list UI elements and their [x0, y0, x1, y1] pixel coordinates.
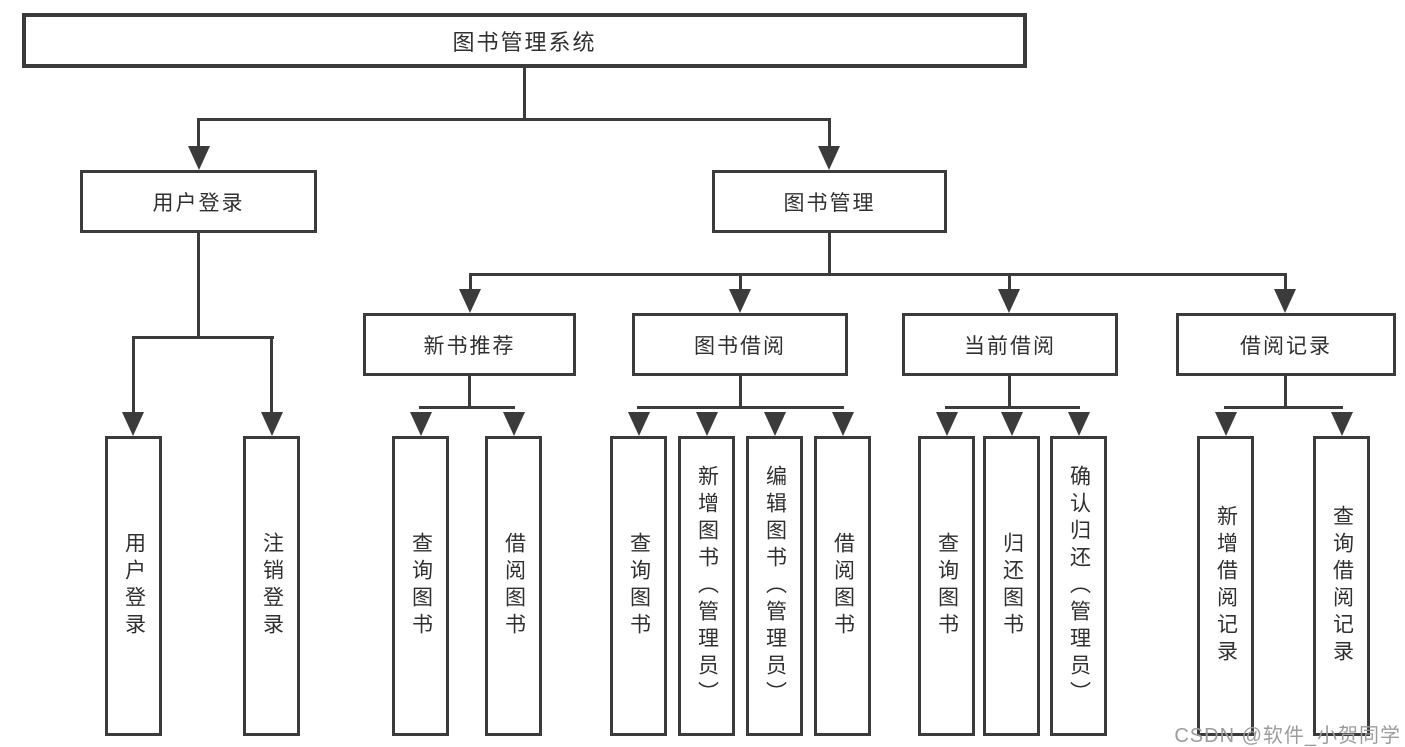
leaf-label: 借阅图书	[502, 532, 526, 640]
arrow-down-icon	[998, 289, 1020, 313]
leaf-label: 查询图书	[627, 532, 651, 640]
csdn-watermark: CSDN @软件_小贺同学	[1174, 725, 1401, 747]
connector-currentborrow-rail	[945, 406, 1080, 409]
connector-drop-book-mgmt	[828, 118, 831, 152]
connector-bookborrow-rail	[637, 406, 844, 409]
leaf-borrow-books-rec: 借阅图书	[485, 436, 542, 736]
leaf-label: 查询图书	[409, 532, 433, 640]
connector-currentborrow-stem	[1008, 376, 1011, 408]
arrow-down-icon	[261, 412, 283, 436]
arrow-down-icon	[188, 146, 210, 170]
leaf-label: 新增借阅记录	[1214, 505, 1238, 667]
node-borrow-records-label: 借阅记录	[1240, 334, 1332, 358]
node-book-management-label: 图书管理	[783, 191, 876, 215]
connector-newbook-rail	[419, 406, 515, 409]
leaf-add-books-admin: 新增图书（管理员）	[678, 436, 735, 736]
arrow-down-icon	[729, 289, 751, 313]
leaf-label: 注销登录	[260, 532, 284, 640]
leaf-label: 查询借阅记录	[1330, 505, 1354, 667]
node-book-borrow: 图书借阅	[632, 313, 848, 376]
connector-newbook-stem	[468, 376, 471, 408]
node-book-management: 图书管理	[712, 170, 947, 233]
arrow-down-icon	[503, 412, 525, 436]
leaf-query-books-rec: 查询图书	[392, 436, 449, 736]
connector-records-stem	[1284, 376, 1287, 408]
leaf-add-borrow-record: 新增借阅记录	[1197, 436, 1254, 736]
leaf-confirm-return-admin: 确认归还（管理员）	[1050, 436, 1107, 736]
node-user-login-label: 用户登录	[152, 191, 245, 215]
connector-userlogin-rail	[132, 336, 274, 339]
connector-drop	[469, 273, 472, 291]
leaf-label: 编辑图书（管理员）	[763, 464, 787, 708]
arrow-down-icon	[1068, 412, 1090, 436]
node-borrow-records: 借阅记录	[1176, 313, 1396, 376]
leaf-label: 确认归还（管理员）	[1067, 464, 1091, 708]
connector-root-stem	[523, 68, 526, 120]
leaf-user-login: 用户登录	[105, 436, 162, 736]
leaf-query-borrow-record: 查询借阅记录	[1313, 436, 1370, 736]
arrow-down-icon	[818, 146, 840, 170]
connector-root-rail	[197, 118, 831, 121]
connector-records-rail	[1224, 406, 1343, 409]
connector-drop	[1008, 273, 1011, 291]
connector-drop	[270, 336, 273, 414]
arrow-down-icon	[832, 412, 854, 436]
connector-drop-user-login	[197, 118, 200, 152]
arrow-down-icon	[628, 412, 650, 436]
node-current-borrow-label: 当前借阅	[964, 334, 1056, 358]
leaf-logout: 注销登录	[243, 436, 300, 736]
leaf-label: 归还图书	[1000, 532, 1024, 640]
leaf-label: 查询图书	[935, 532, 959, 640]
node-book-borrow-label: 图书借阅	[694, 334, 786, 358]
arrow-down-icon	[1215, 412, 1237, 436]
node-current-borrow: 当前借阅	[902, 313, 1118, 376]
arrow-down-icon	[1001, 412, 1023, 436]
leaf-label: 新增图书（管理员）	[695, 464, 719, 708]
connector-bookmgmt-stem	[828, 233, 831, 275]
connector-drop	[739, 273, 742, 291]
arrow-down-icon	[122, 412, 144, 436]
arrow-down-icon	[410, 412, 432, 436]
leaf-edit-books-admin: 编辑图书（管理员）	[746, 436, 803, 736]
connector-drop	[1284, 273, 1287, 291]
root-node-library-system: 图书管理系统	[22, 13, 1027, 68]
arrow-down-icon	[936, 412, 958, 436]
arrow-down-icon	[1274, 289, 1296, 313]
leaf-query-books-current: 查询图书	[918, 436, 975, 736]
connector-userlogin-stem	[197, 233, 200, 338]
node-new-book-recommend-label: 新书推荐	[423, 334, 516, 358]
node-user-login: 用户登录	[80, 170, 317, 233]
leaf-borrow-books: 借阅图书	[814, 436, 871, 736]
root-node-label: 图书管理系统	[452, 29, 597, 55]
arrow-down-icon	[764, 412, 786, 436]
leaf-label: 借阅图书	[831, 532, 855, 640]
connector-bookborrow-stem	[739, 376, 742, 408]
leaf-return-books: 归还图书	[983, 436, 1040, 736]
leaf-label: 用户登录	[122, 532, 146, 640]
leaf-query-books-borrow: 查询图书	[610, 436, 667, 736]
arrow-down-icon	[1331, 412, 1353, 436]
arrow-down-icon	[696, 412, 718, 436]
arrow-down-icon	[459, 289, 481, 313]
connector-bookmgmt-rail	[469, 273, 1287, 276]
node-new-book-recommend: 新书推荐	[363, 313, 576, 376]
connector-drop	[132, 336, 135, 414]
